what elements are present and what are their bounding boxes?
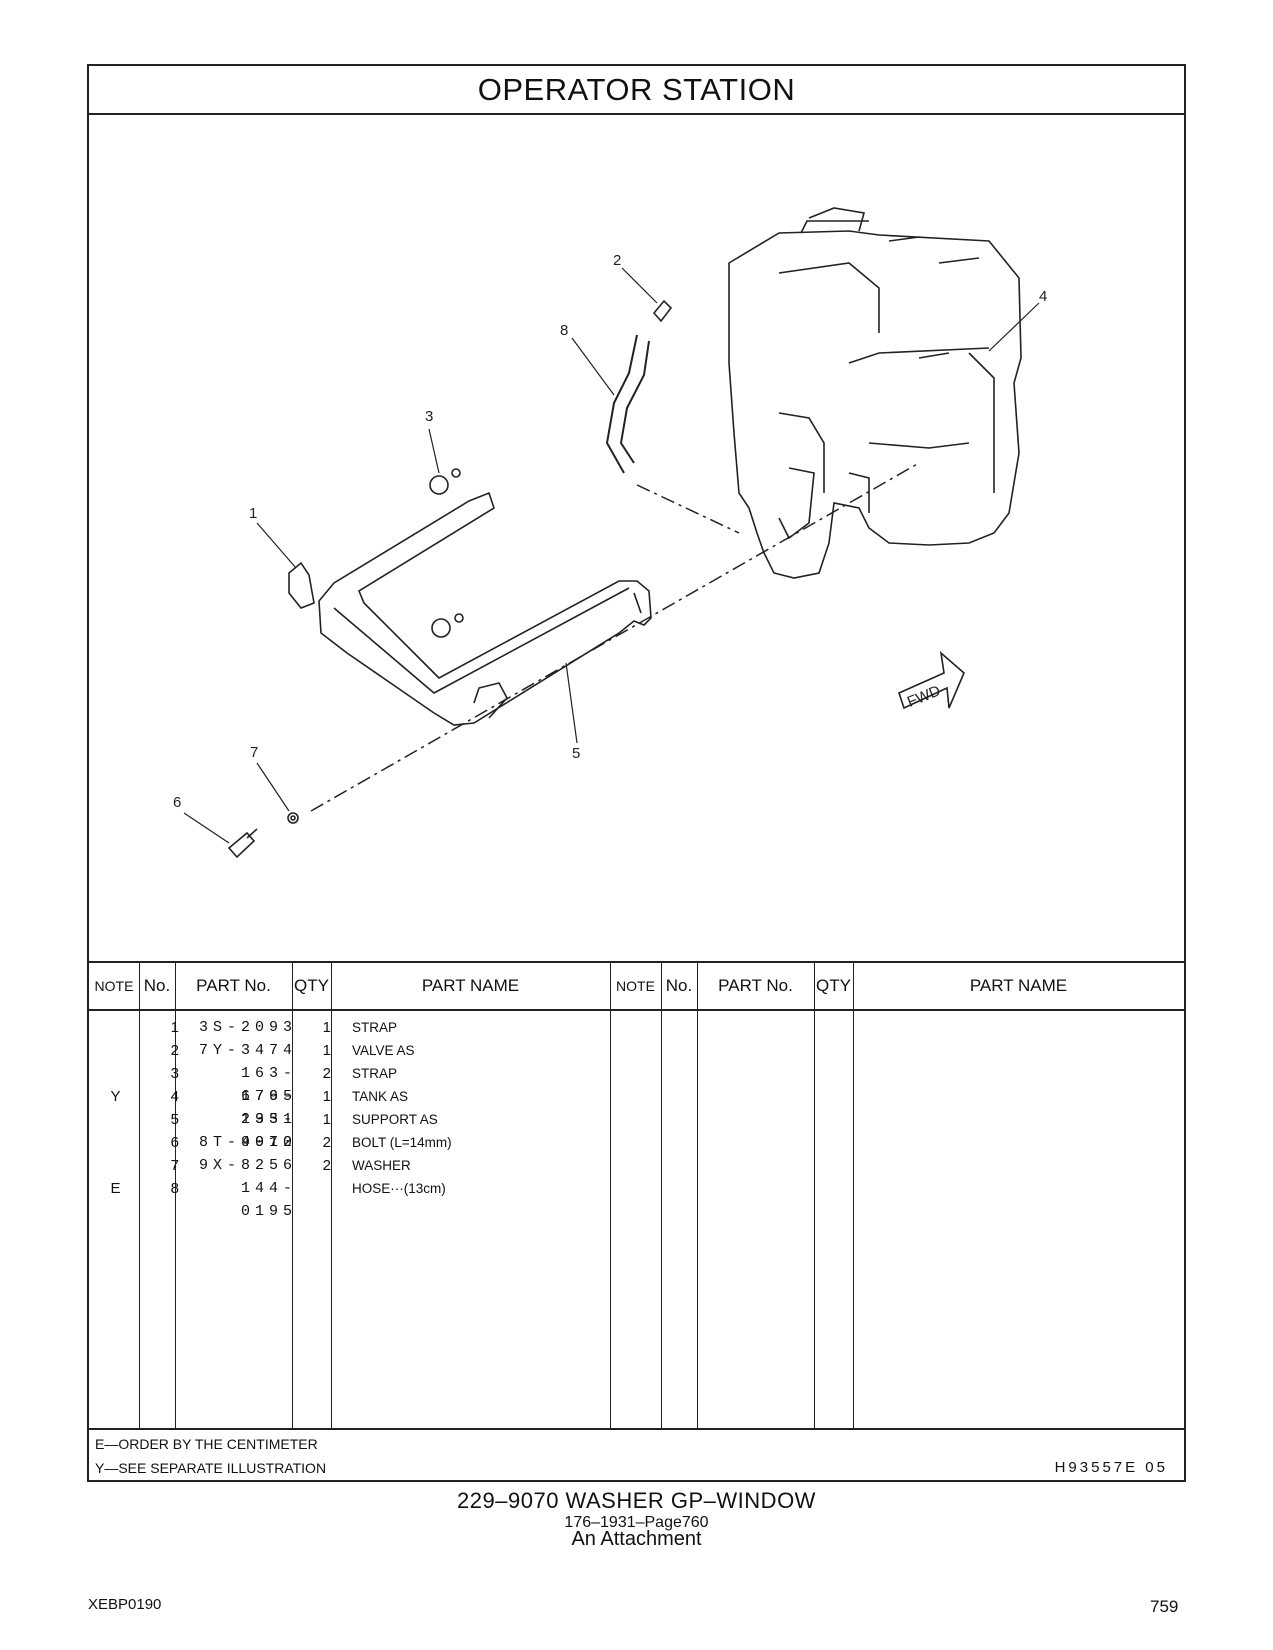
table-row: 6 8T-4970 2 BOLT (L=14mm) — [89, 1131, 1184, 1154]
row-part-name: STRAP — [352, 1066, 398, 1081]
row-note: E — [110, 1180, 121, 1197]
row-note: Y — [110, 1088, 121, 1105]
row-part-name: STRAP — [352, 1020, 398, 1035]
valve-2 — [652, 299, 673, 323]
row-part-no: 144-0195 — [240, 1180, 297, 1220]
group-title: 229‒9070 WASHER GP‒WINDOW — [457, 1488, 816, 1513]
row-part-name: VALVE AS — [352, 1043, 415, 1058]
tank-outline — [728, 230, 1022, 579]
row-part-name: HOSE···(13cm) — [352, 1181, 446, 1196]
illustration-code: H93557E 05 — [1054, 1459, 1168, 1476]
fwd-label: FWD — [905, 682, 943, 711]
row-no: 4 — [170, 1088, 179, 1105]
table-row: Y 4 176-1931 1 TANK AS — [89, 1085, 1184, 1128]
header-part-no: PART No. — [196, 976, 271, 995]
row-no: 2 — [170, 1042, 179, 1059]
table-row: 2 7Y-3474 1 VALVE AS — [89, 1039, 1184, 1062]
table-row: 5 235-9012 1 SUPPORT AS — [89, 1108, 1184, 1151]
row-qty: 2 — [322, 1065, 331, 1082]
note-y: Y—SEE SEPARATE ILLUSTRATION — [95, 1460, 327, 1476]
table-row: 7 9X-8256 2 WASHER — [89, 1154, 1184, 1177]
callout-2: 2 — [613, 252, 621, 269]
row-part-no: 163-6795 — [240, 1065, 297, 1105]
row-qty: 1 — [322, 1019, 331, 1036]
row-part-no: 176-1931 — [240, 1088, 297, 1128]
header-no-right: No. — [665, 976, 693, 995]
washer-7 — [287, 812, 299, 824]
header-note: NOTE — [94, 978, 134, 994]
exploded-illustration: 1 2 3 4 5 6 7 8 FWD — [89, 113, 1184, 961]
row-qty: 1 — [322, 1111, 331, 1128]
header-qty: QTY — [294, 976, 329, 995]
header-no: No. — [143, 976, 171, 995]
row-no: 7 — [170, 1157, 179, 1174]
table-row: 3 163-6795 2 STRAP — [89, 1062, 1184, 1105]
header-part-name: PART NAME — [421, 976, 520, 995]
callout-4: 4 — [1039, 288, 1047, 305]
callout-3: 3 — [425, 408, 433, 425]
callout-8: 8 — [560, 322, 568, 339]
header-part-name-right: PART NAME — [969, 976, 1068, 995]
row-part-name: BOLT (L=14mm) — [352, 1135, 452, 1150]
row-part-name: TANK AS — [352, 1089, 409, 1104]
fwd-arrow — [898, 650, 965, 710]
table-row: 1 3S-2093 1 STRAP — [89, 1016, 1184, 1039]
strap-3a — [429, 475, 449, 495]
table-row: E 8 144-0195 HOSE···(13cm) — [89, 1177, 1184, 1220]
row-no: 3 — [170, 1065, 179, 1082]
note-e: E—ORDER BY THE CENTIMETER — [95, 1436, 318, 1452]
row-part-no: 9X-8256 — [198, 1157, 297, 1174]
row-qty: 1 — [322, 1088, 331, 1105]
parts-table: NOTE No. PART No. QTY PART NAME NOTE No.… — [89, 961, 1184, 1428]
callout-1: 1 — [249, 505, 257, 522]
row-part-name: SUPPORT AS — [352, 1112, 438, 1127]
callout-5: 5 — [572, 745, 580, 762]
parts-diagram: 1 2 3 4 5 6 7 8 FWD — [173, 207, 1047, 859]
row-qty: 1 — [322, 1042, 331, 1059]
footnotes: E—ORDER BY THE CENTIMETER Y—SEE SEPARATE… — [89, 1428, 1184, 1484]
row-part-no: 7Y-3474 — [198, 1042, 297, 1059]
strap-1 — [288, 561, 315, 609]
header-part-no-right: PART No. — [718, 976, 793, 995]
support-outline — [318, 491, 652, 726]
row-qty: 2 — [322, 1134, 331, 1151]
header-note-right: NOTE — [616, 978, 655, 994]
parts-rows: 1 3S-2093 1 STRAP 2 7Y-3474 1 VALVE AS 3… — [89, 1016, 1184, 1220]
row-no: 5 — [170, 1111, 179, 1128]
hose-8 — [605, 334, 650, 474]
strap-3b — [431, 618, 451, 638]
row-part-no: 8T-4970 — [198, 1134, 297, 1151]
row-no: 1 — [170, 1019, 179, 1036]
row-no: 8 — [170, 1180, 179, 1197]
row-no: 6 — [170, 1134, 179, 1151]
group-reference: 176‒1931‒Page760 — [564, 1514, 709, 1531]
page-number: 759 — [1150, 1597, 1179, 1616]
page-title: OPERATOR STATION — [89, 66, 1184, 115]
parts-page-frame: OPERATOR STATION — [87, 64, 1186, 1482]
row-qty: 2 — [322, 1157, 331, 1174]
group-subtitle: An Attachment — [571, 1528, 702, 1550]
callout-6: 6 — [173, 794, 181, 811]
row-part-no: 3S-2093 — [198, 1019, 297, 1036]
doc-code: XEBP0190 — [88, 1596, 162, 1613]
header-qty-right: QTY — [816, 976, 851, 995]
row-part-no: 235-9012 — [240, 1111, 297, 1151]
bolt-6 — [227, 831, 256, 859]
callout-7: 7 — [250, 744, 258, 761]
row-part-name: WASHER — [352, 1158, 411, 1173]
